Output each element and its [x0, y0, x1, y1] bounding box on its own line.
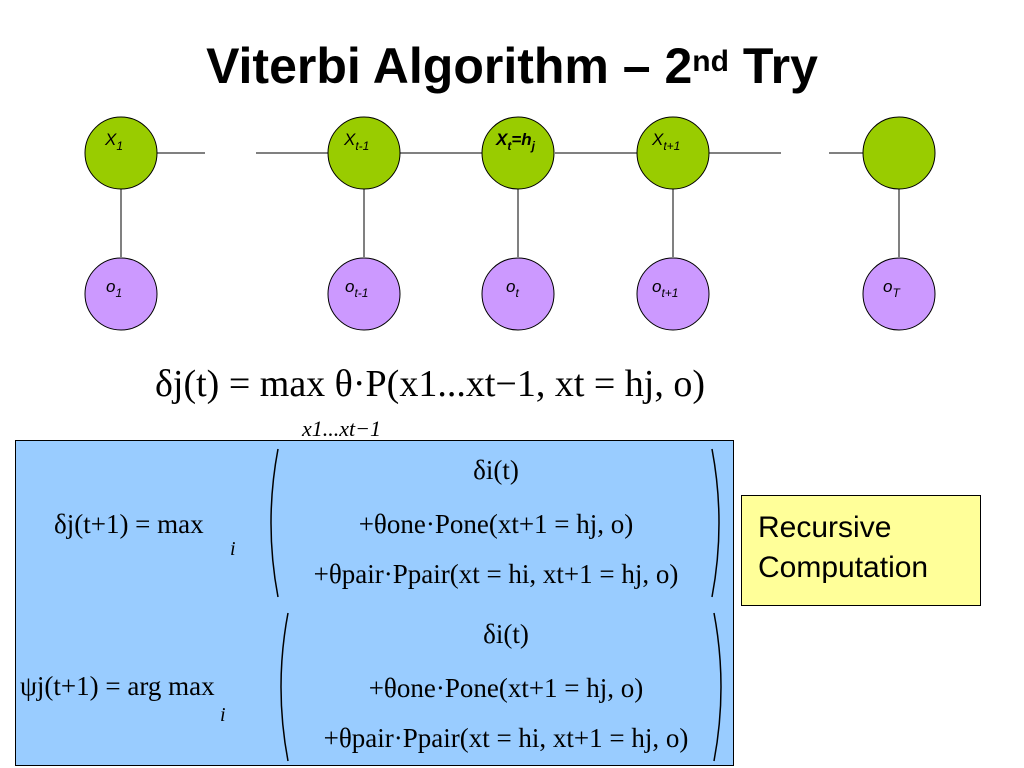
hmm-diagram: X1 Xt-1 Xt=hj Xt+1 o1 ot-1 ot ot+1 oT — [84, 116, 936, 331]
hidden-node-xT — [862, 116, 936, 190]
svg-text:ot+1: ot+1 — [652, 277, 678, 300]
svg-text:Xt-1: Xt-1 — [343, 130, 369, 153]
svg-text:Xt+1: Xt+1 — [651, 130, 680, 153]
delta-row-3: +θpair·Ppair(xt = hi, xt+1 = hj, o) — [313, 559, 679, 589]
psi-row-2: +θone·Pone(xt+1 = hj, o) — [368, 673, 644, 703]
hidden-node-xt+1: Xt+1 — [636, 116, 710, 190]
title-main: Viterbi Algorithm – 2 — [206, 38, 693, 94]
recursive-computation-callout: Recursive Computation — [741, 495, 981, 606]
delta-recursion-max-subscript: i — [230, 538, 236, 560]
observed-node-o1: o1 — [84, 257, 158, 331]
slide-title: Viterbi Algorithm – 2nd Try — [0, 36, 1024, 96]
psi-row-3: +θpair·Ppair(xt = hi, xt+1 = hj, o) — [323, 723, 689, 753]
svg-text:ot: ot — [506, 277, 519, 300]
hidden-node-xt-1: Xt-1 — [327, 116, 401, 190]
psi-recursion-lhs: ψj(t+1) = arg max — [20, 671, 215, 701]
delta-definition-subscript: x1...xt−1 — [302, 416, 381, 441]
delta-brackets — [270, 448, 720, 598]
delta-recursion-lhs: δj(t+1) = max — [54, 509, 204, 539]
svg-text:Xt=hj: Xt=hj — [495, 130, 536, 153]
svg-text:o1: o1 — [106, 277, 122, 300]
callout-line-2: Computation — [758, 551, 929, 584]
psi-row-1: δi(t) — [483, 619, 529, 649]
title-superscript: nd — [692, 45, 729, 78]
callout-line-1: Recursive — [758, 511, 892, 544]
psi-brackets — [280, 612, 722, 762]
observed-node-ot+1: ot+1 — [636, 257, 710, 331]
delta-definition-equation: δj(t) = max θ·P(x1...xt−1, xt = hj, o) — [155, 363, 706, 405]
delta-row-1: δi(t) — [473, 455, 519, 485]
title-end: Try — [728, 38, 818, 94]
observed-node-ot: ot — [481, 257, 555, 331]
svg-text:ot-1: ot-1 — [345, 277, 368, 300]
hidden-node-xt: Xt=hj — [481, 116, 555, 190]
observed-node-oT: oT — [862, 257, 936, 331]
delta-row-2: +θone·Pone(xt+1 = hj, o) — [358, 509, 634, 539]
psi-recursion-max-subscript: i — [220, 704, 226, 726]
svg-text:oT: oT — [883, 277, 901, 300]
recursion-box: δj(t+1) = max i δi(t) +θone·Pone(xt+1 = … — [15, 440, 734, 766]
observed-node-ot-1: ot-1 — [327, 257, 401, 331]
svg-text:X1: X1 — [104, 130, 123, 153]
hidden-node-x1: X1 — [84, 116, 158, 190]
